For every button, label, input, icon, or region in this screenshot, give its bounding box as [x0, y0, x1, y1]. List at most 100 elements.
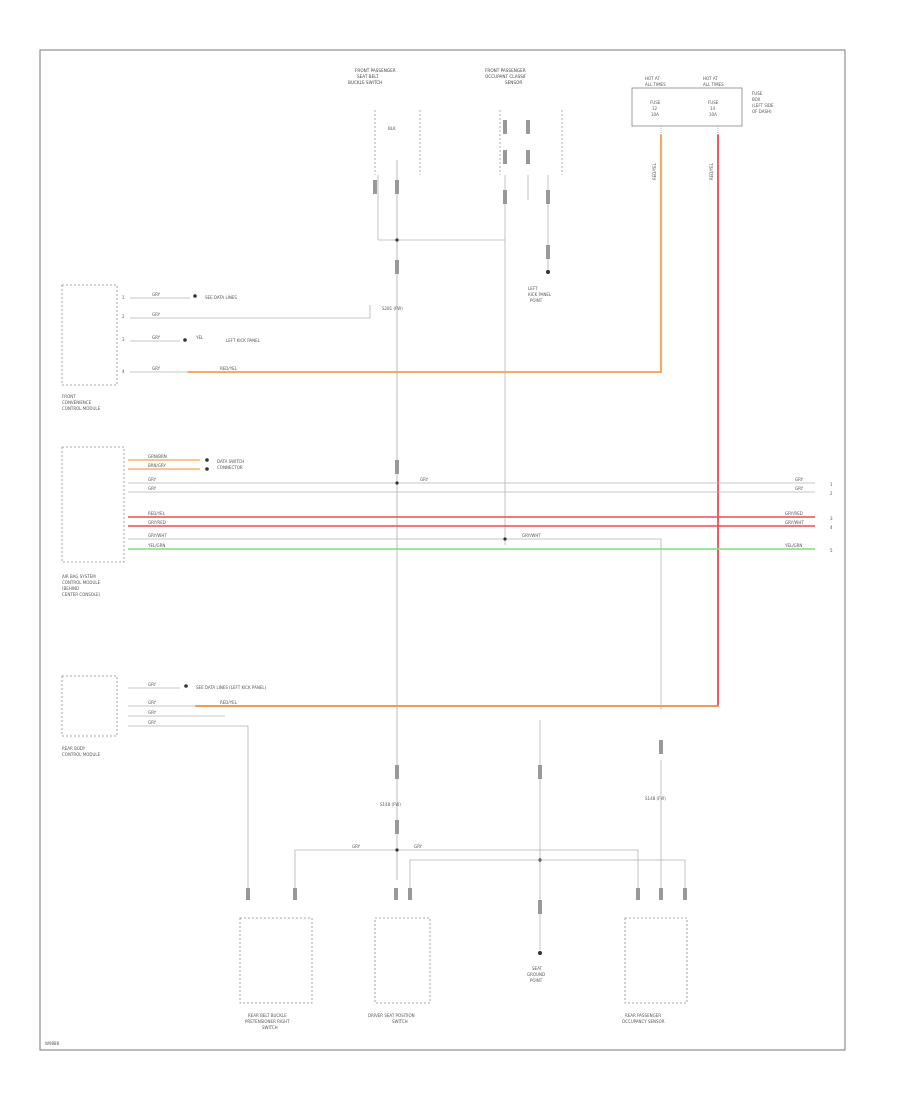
ab-wire-2: BRN/GRY [148, 463, 166, 468]
fc-label-1: FRONT [62, 394, 76, 399]
seat-position-switch: DRIVER SEAT POSITION SWITCH [368, 888, 431, 1024]
right-label-2: GRY [795, 486, 804, 491]
ab-wire-3: GRY [148, 477, 157, 482]
seat-ground-label-1: SEAT [532, 966, 542, 971]
kick-ground-label-3: POINT [530, 298, 543, 303]
front-convenience-control-module: FRONT CONVENIENCE CONTROL MODULE 1 2 3 4… [61, 284, 371, 411]
ab-note-2: CONNECTOR [217, 465, 243, 470]
rb-label-2: CONTROL MODULE [62, 752, 101, 757]
fuse-a-label-3: FUSE [650, 100, 661, 105]
bottom-label-right: GRY [414, 844, 423, 849]
ab-wire-4: GRY [148, 486, 157, 491]
fuse-box-label-2: BOX [752, 97, 761, 102]
right-pin-5: 5 [830, 548, 833, 553]
ab-label-4: CENTER CONSOLE) [62, 592, 101, 597]
right-pin-4: 4 [830, 525, 833, 530]
rear-switch-label-1: REAR BELT BUCKLE [248, 1013, 287, 1018]
fuse-b-label-5: 10A [709, 112, 717, 117]
right-pin-2: 2 [830, 491, 833, 496]
fuse-box-label-1: FUSE [752, 91, 763, 96]
rb-wire-1: GRY [148, 682, 157, 687]
fuse-b-label-2: ALL TIMES [703, 82, 724, 87]
right-label-5: GRY/WHT [785, 520, 804, 525]
fc-wire-1: GRY [152, 292, 161, 297]
fuse-a-label-4: 12 [652, 106, 658, 111]
rear-sensor-label-1: REAR PASSENGER [625, 1013, 661, 1018]
ab-label-3: (BEHIND [62, 586, 79, 591]
rear-body-control-module: REAR BODY CONTROL MODULE GRY SEE DATA LI… [61, 675, 267, 888]
rb-note: SEE DATA LINES (LEFT KICK PANEL) [196, 685, 267, 690]
passenger-buckle-label-2: SEAT BELT [357, 74, 379, 79]
ab-mid-label: GRY [420, 477, 429, 482]
fc-pin-1: 1 [122, 295, 125, 300]
kick-ground-symbol [546, 270, 550, 274]
occupant-sensor-label-1: FRONT PASSENGER [485, 68, 526, 73]
ab-note-1: DATA SWITCH [217, 459, 244, 464]
fuse-a-label-5: 10A [651, 112, 659, 117]
fuse-feed-wires: RED/YEL RED/YEL [187, 126, 719, 707]
ab-mid2-label: GRY/WHT [522, 533, 541, 538]
kick-ground-label-2: KICK PANEL [528, 292, 552, 297]
fc-note-2: LEFT KICK PANEL [226, 338, 261, 343]
occupant-classification-sensor: FRONT PASSENGER OCCUPANT CLASSIF SENSOR [485, 68, 563, 175]
fuse-b-label-3: FUSE [708, 100, 719, 105]
splice-dot-top [395, 238, 399, 242]
right-label-6: YEL/GRN [784, 543, 802, 548]
rear-sensor-label-2: OCCUPANCY SENSOR [622, 1019, 665, 1024]
fc-wire-3b: YEL [195, 335, 204, 340]
rear-belt-buckle-switch: REAR BELT BUCKLE PRETENSIONER RIGHT SWIT… [239, 888, 313, 1030]
seat-ground: SEAT GROUND POINT [527, 900, 545, 983]
ab-wire-1: GRN/BRN [148, 454, 167, 459]
fc-wire-2: GRY [152, 312, 161, 317]
seat-switch-label-2: SWITCH [392, 1019, 408, 1024]
occupant-sensor-label-2: OCCUPANT CLASSIF [485, 74, 527, 79]
ab-label-1: AIR BAG SYSTEM [62, 574, 96, 579]
fuse-box-label-4: OF DASH) [752, 109, 772, 114]
fc-label-3: CONTROL MODULE [62, 406, 101, 411]
right-pin-3: 3 [830, 516, 833, 521]
ab-wire-7: GRY/WHT [148, 533, 167, 538]
fuse-a-label-2: ALL TIMES [645, 82, 666, 87]
fuse-box-label-3: (LEFT SIDE [752, 103, 774, 108]
seat-ground-label-2: GROUND [527, 972, 545, 977]
fc-pin-2: 2 [122, 314, 125, 319]
right-label-4: GRY/RED [785, 511, 803, 516]
rear-switch-label-3: SWITCH [262, 1025, 278, 1030]
ab-wire-6: GRY/RED [148, 520, 166, 525]
bottom-splices: S148 (FW) S148 (FW) GRY GRY [294, 720, 686, 950]
fuse-a-label-1: HOT AT [645, 76, 660, 81]
rb-wire-4: GRY [148, 720, 157, 725]
rb-wire-3: GRY [148, 710, 157, 715]
passenger-buckle-pin: BLK [388, 126, 396, 131]
right-label-1: GRY [795, 477, 804, 482]
fc-pin-4: 4 [122, 369, 125, 374]
fc-label-2: CONVENIENCE [62, 400, 92, 405]
center-vertical-wires: LEFT KICK PANEL POINT S281 (FW) [373, 120, 552, 880]
bottom-label-left: GRY [352, 844, 361, 849]
rb-label-1: REAR BODY [62, 746, 86, 751]
fuse-b-label-4: 14 [710, 106, 716, 111]
fuse-box: HOT AT ALL TIMES FUSE 12 10A HOT AT ALL … [631, 76, 774, 127]
right-pin-1: 1 [830, 482, 833, 487]
occupant-sensor-label-3: SENSOR [505, 80, 522, 85]
splice-lower-center: S148 (FW) [380, 802, 401, 807]
fc-wire-3: GRY [152, 335, 161, 340]
splice-lower-right: S148 (FW) [645, 796, 666, 801]
rear-occupancy-sensor: REAR PASSENGER OCCUPANCY SENSOR [622, 888, 688, 1024]
rb-wire-2: GRY [148, 700, 157, 705]
kick-ground-label-1: LEFT [528, 286, 538, 291]
ab-wire-5: RED/YEL [148, 511, 166, 516]
seat-switch-label-1: DRIVER SEAT POSITION [368, 1013, 415, 1018]
fuse-b-label-1: HOT AT [703, 76, 718, 81]
rear-switch-label-2: PRETENSIONER RIGHT [245, 1019, 290, 1024]
orange-wire-label: RED/YEL [652, 162, 657, 180]
fc-wire-red: RED/YEL [220, 366, 238, 371]
red-wire-label: RED/YEL [709, 162, 714, 180]
ab-label-2: CONTROL MODULE [62, 580, 101, 585]
footer-code: W9888 [45, 1041, 60, 1046]
passenger-buckle-label-3: BUCKLE SWITCH [348, 80, 382, 85]
ab-wire-8: YEL/GRN [147, 543, 165, 548]
diagram-frame [39, 49, 846, 1051]
fc-pin-3: 3 [122, 337, 125, 342]
